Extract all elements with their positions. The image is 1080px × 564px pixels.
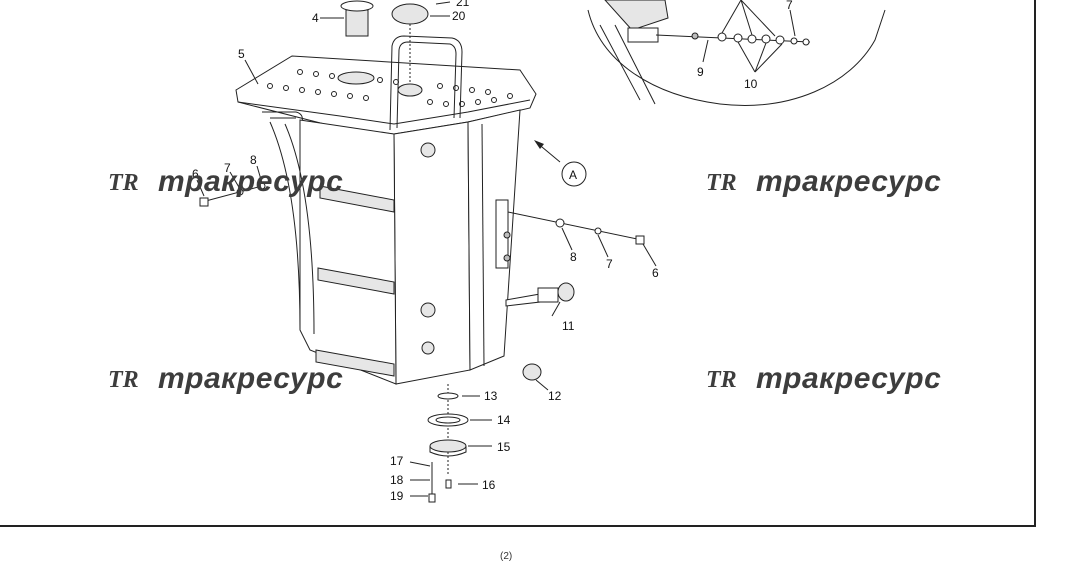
watermark-top-right: TR тракресурс [706,165,941,198]
callout-8-left: 8 [250,153,257,167]
watermark-bottom-right: TR тракресурс [706,362,941,395]
drain-plug-cap [522,363,542,381]
watermark-logo: TR [108,170,139,196]
callout-16: 16 [482,478,496,492]
callout-20: 20 [452,9,466,23]
callout-18: 18 [390,473,404,487]
callout-5: 5 [238,47,245,61]
callout-7-detail: 7 [786,0,793,12]
watermark-top-left: TR тракресурс [108,165,343,198]
bolt-assembly-right [507,211,657,267]
watermark-text: тракресурс [158,362,343,395]
view-a-label: A [569,168,577,182]
detail-view-circle [587,0,886,106]
watermark-text: тракресурс [158,165,343,198]
callout-6-right: 6 [652,266,659,280]
bottom-flange-parts [409,384,492,503]
callout-14: 14 [497,413,511,427]
watermark-text: тракресурс [756,165,941,198]
callout-21: 21 [456,0,470,9]
curved-support [269,121,301,331]
gauge-port-upper [420,142,436,158]
callout-8-right: 8 [570,250,577,264]
gauge-port-lower [420,302,436,318]
watermark-logo: TR [706,367,737,393]
watermark-bottom-left: TR тракресурс [108,362,343,395]
callout-4: 4 [312,11,319,25]
handrail [389,35,463,131]
callout-19: 19 [390,489,404,503]
callout-9: 9 [697,65,704,79]
callout-10: 10 [744,77,758,91]
callout-7-left: 7 [224,161,231,175]
callout-6-left: 6 [192,167,199,181]
filler-ring [337,71,375,85]
fuel-tank [235,35,575,385]
callout-17: 17 [390,454,404,468]
access-steps [315,185,395,377]
callout-11: 11 [562,319,575,333]
bolt-assembly-left [196,165,266,207]
watermark-text: тракресурс [756,362,941,395]
drain-port [421,341,435,355]
page-number: (2) [500,551,513,562]
watermark-logo: TR [108,367,139,393]
callout-7-right: 7 [606,257,613,271]
drawing-frame [0,0,1036,527]
view-a-marker [561,161,587,187]
filler-cap-parts [320,0,451,84]
watermark-logo: TR [706,170,737,196]
callout-13: 13 [484,389,498,403]
valve-cap [557,282,575,302]
breather-cap [397,83,423,97]
callout-12: 12 [548,389,562,403]
callout-15: 15 [497,440,511,454]
